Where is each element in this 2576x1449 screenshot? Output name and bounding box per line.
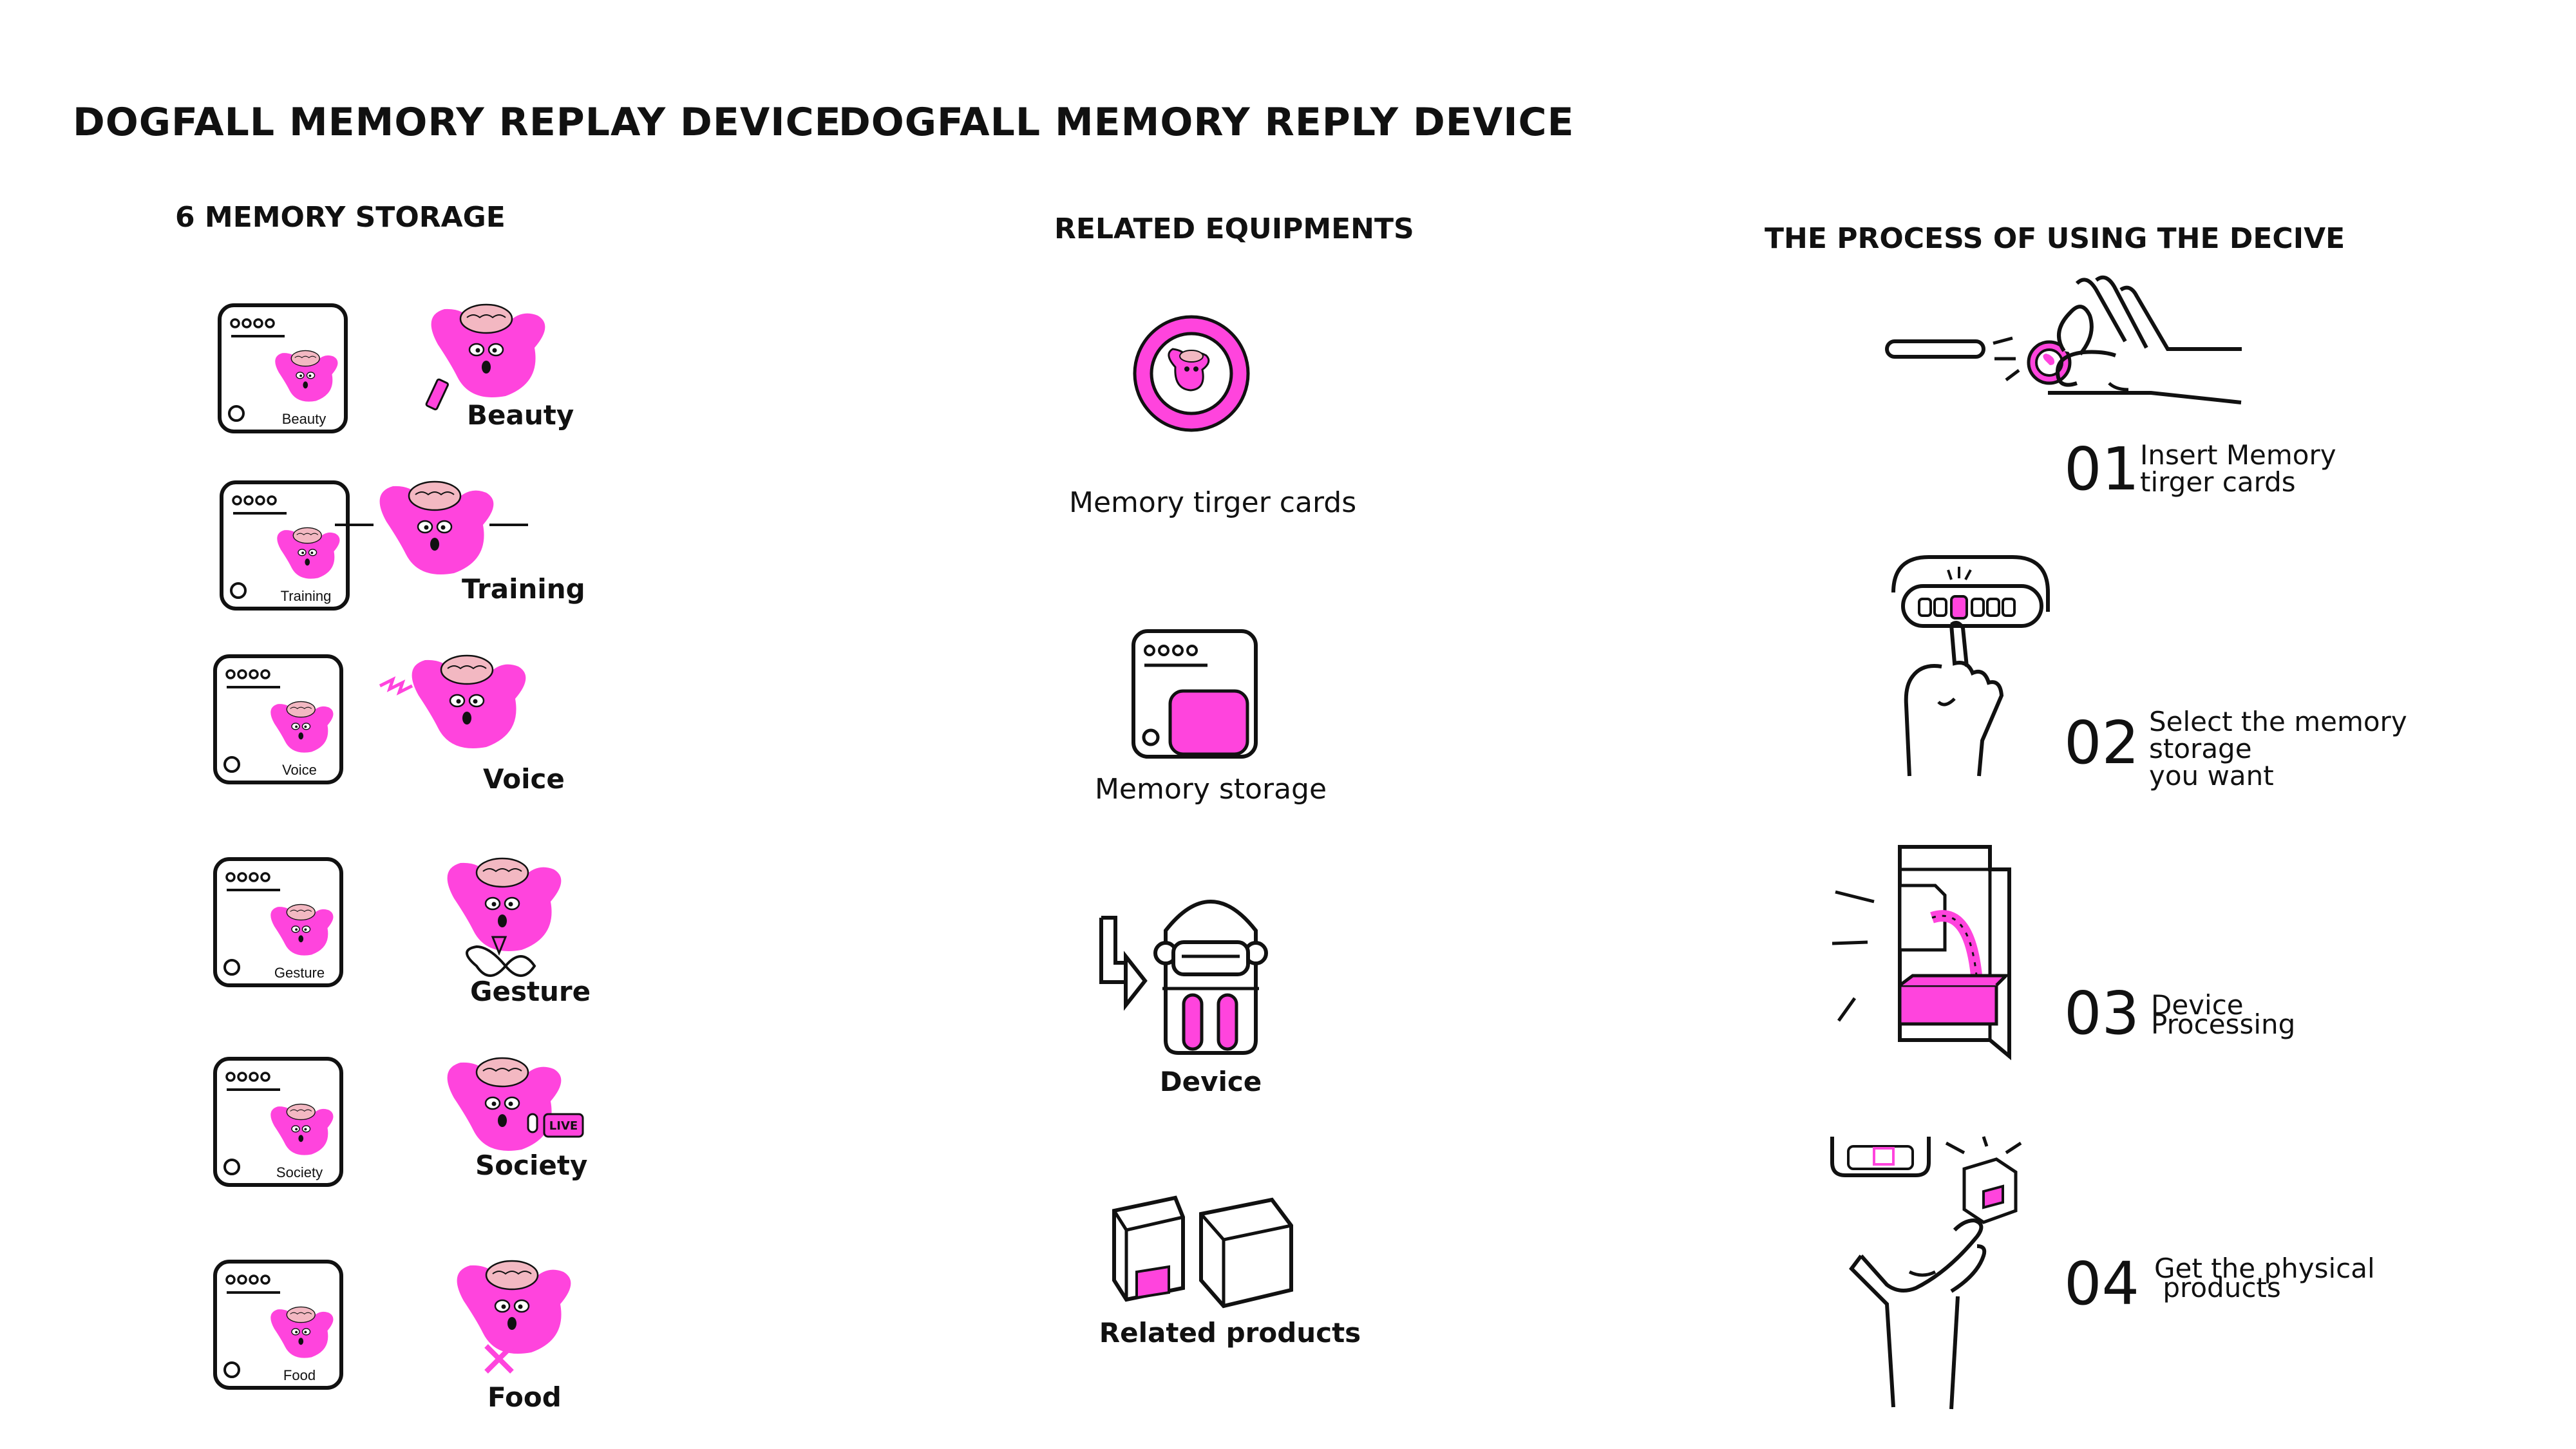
equipment-label-cards: Memory tirger cards (1069, 486, 1357, 519)
get-products-hand-icon (1830, 1136, 2022, 1410)
step-text-02: Select the memory storage you want (2149, 708, 2407, 790)
card-label: Training (281, 588, 332, 604)
step-01-line-1: Insert Memory (2140, 439, 2336, 471)
memory-label-food: Food (488, 1381, 562, 1413)
card-label: Society (276, 1164, 323, 1180)
select-storage-hand-icon (1891, 555, 2050, 777)
step-number-01: 01 (2064, 435, 2140, 504)
memory-trigger-card-icon (1133, 315, 1250, 432)
memory-storage-icon (1132, 629, 1258, 759)
step-number-02: 02 (2064, 708, 2140, 777)
equipment-label-storage: Memory storage (1094, 773, 1327, 806)
equipment-label-device: Device (1159, 1066, 1262, 1097)
step-02-line-2: storage (2149, 733, 2252, 764)
voice-dog-icon (379, 654, 526, 748)
middle-title: DOGFALL MEMORY REPLY DEVICE (838, 100, 1575, 145)
memory-card-gesture: Gesture (213, 857, 343, 987)
step-04-line-1: Get the physical (2154, 1253, 2375, 1284)
training-dog-icon (335, 480, 528, 574)
device-icon (1099, 900, 1268, 1055)
memory-card-beauty: Beauty (218, 303, 348, 433)
step-number-04: 04 (2064, 1249, 2140, 1318)
memory-label-voice: Voice (483, 763, 565, 795)
card-label: Beauty (282, 411, 327, 427)
memory-label-beauty: Beauty (467, 399, 574, 431)
card-label: Food (283, 1367, 316, 1383)
card-label: Gesture (274, 965, 325, 981)
beauty-dog-icon (425, 303, 545, 411)
memory-storage-subtitle: 6 MEMORY STORAGE (175, 201, 506, 234)
step-text-03: Device Processing (2151, 989, 2296, 1040)
step-text-04: Get the physical products (2154, 1253, 2375, 1303)
gesture-dog-icon (447, 857, 562, 977)
memory-label-society: Society (475, 1150, 588, 1181)
equipment-label-products: Related products (1099, 1317, 1361, 1349)
step-number-03: 03 (2064, 979, 2140, 1048)
memory-label-training: Training (462, 573, 585, 605)
step-01-line-2: tirger cards (2140, 466, 2296, 498)
step-03-line-1: Device (2151, 989, 2244, 1021)
memory-card-society: Society (213, 1057, 343, 1187)
memory-card-voice: Voice (213, 654, 343, 784)
memory-card-food: Food (213, 1260, 343, 1390)
step-03-line-2: Processing (2151, 1009, 2296, 1040)
step-02-line-1: Select the memory (2149, 706, 2407, 737)
step-02-line-3: you want (2149, 760, 2274, 791)
equipments-subtitle: RELATED EQUIPMENTS (1054, 213, 1414, 245)
insert-card-hand-icon (1885, 275, 2242, 404)
card-label: Voice (282, 762, 317, 778)
live-badge: LIVE (549, 1119, 578, 1133)
left-title: DOGFALL MEMORY REPLAY DEVICE (73, 100, 842, 145)
memory-label-gesture: Gesture (470, 976, 591, 1007)
device-processing-icon (1832, 845, 2011, 1061)
related-products-icon (1112, 1195, 1293, 1309)
step-text-01: Insert Memory tirger cards (2140, 442, 2336, 496)
step-04-line-2: products (2154, 1272, 2281, 1303)
process-subtitle: THE PROCESS OF USING THE DECIVE (1765, 222, 2345, 255)
society-dog-icon: LIVE (447, 1057, 584, 1151)
food-dog-icon (457, 1260, 571, 1374)
memory-card-training: Training (220, 480, 350, 611)
